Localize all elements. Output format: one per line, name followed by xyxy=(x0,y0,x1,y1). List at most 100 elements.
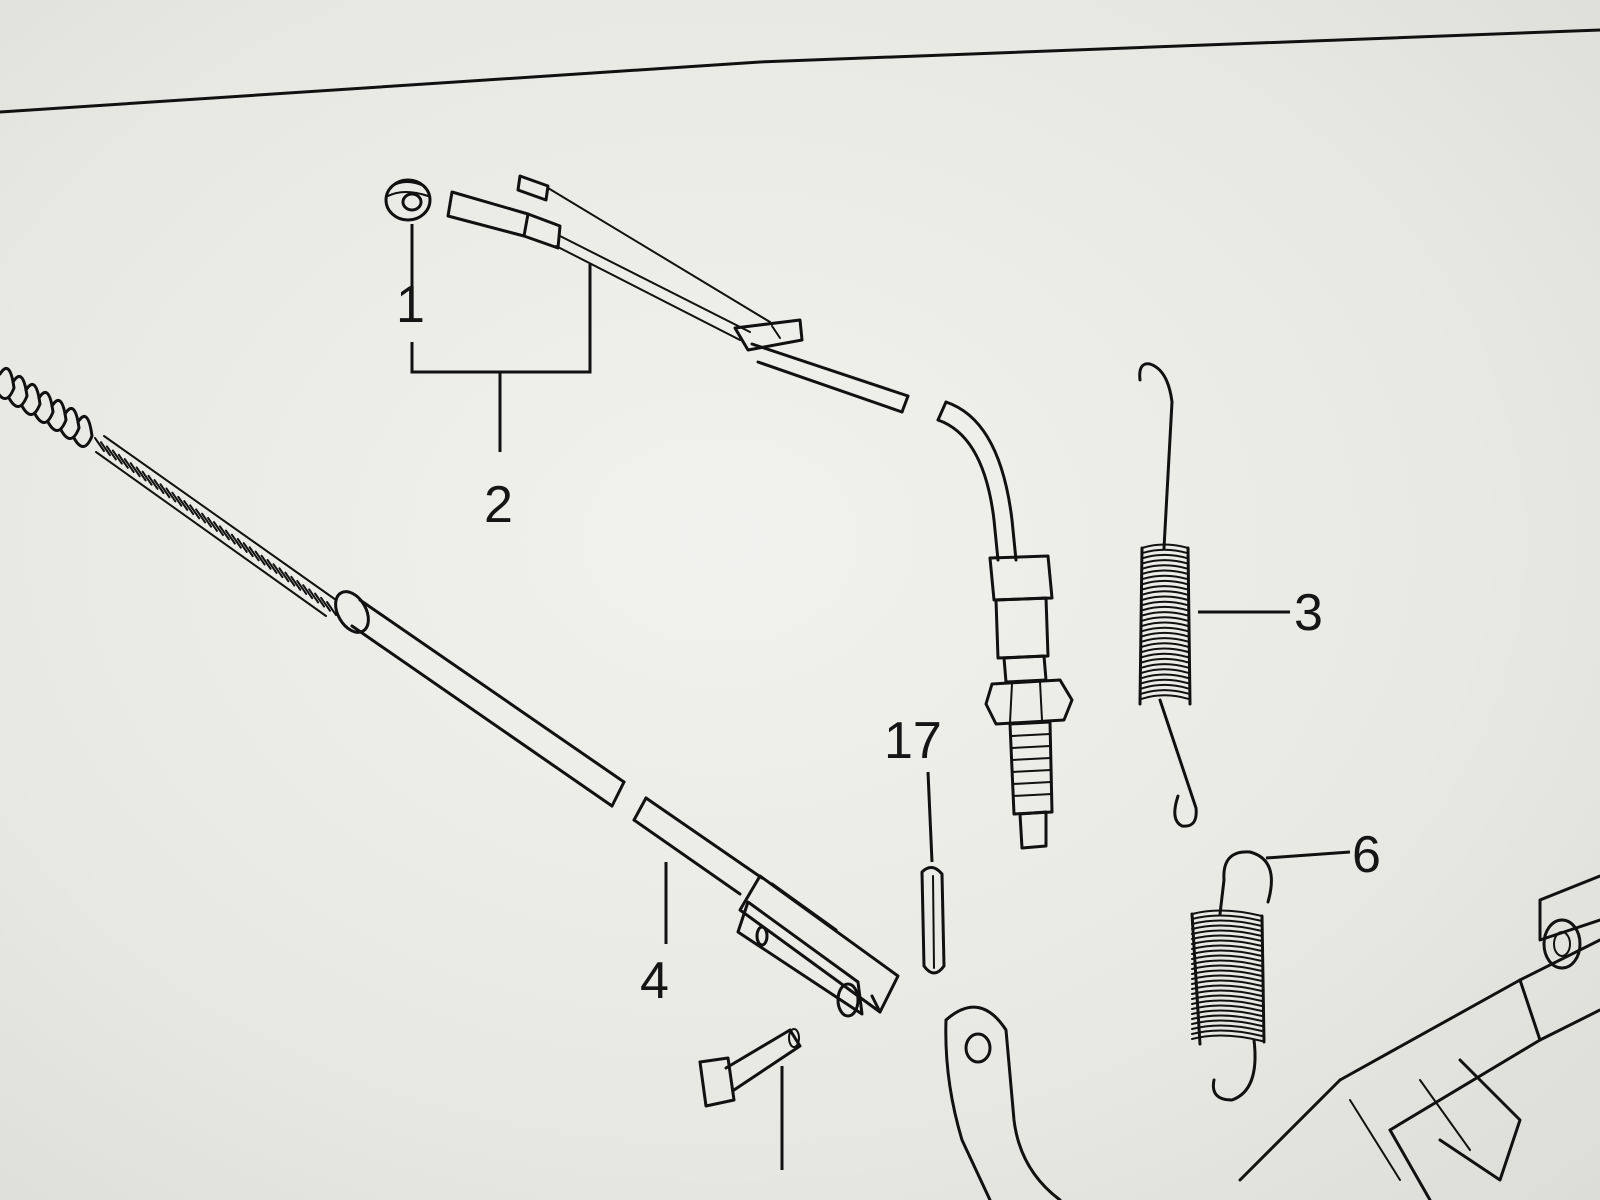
coil-stroke xyxy=(1141,611,1189,617)
coil-stroke xyxy=(1191,969,1263,977)
coil-stroke xyxy=(46,398,68,432)
coil-stroke xyxy=(1191,929,1263,937)
long-return-spring xyxy=(1138,362,1290,828)
coil-stroke xyxy=(171,491,183,507)
coil-stroke xyxy=(1141,564,1189,570)
coil-stroke xyxy=(1141,621,1189,627)
coil-stroke xyxy=(1141,579,1189,586)
switch-wire-assembly xyxy=(446,174,1074,850)
callout-label-4: 4 xyxy=(640,952,669,1010)
coil-stroke xyxy=(1191,949,1263,957)
coil-stroke xyxy=(278,567,290,583)
coil-stroke xyxy=(1191,1029,1263,1037)
coil-stroke xyxy=(165,487,177,503)
coil-stroke xyxy=(195,508,207,524)
coil-stroke xyxy=(20,382,42,416)
coil-stroke xyxy=(1141,668,1189,674)
coil-stroke xyxy=(201,512,213,528)
coil-stroke xyxy=(1191,964,1263,972)
coil-stroke xyxy=(1191,974,1263,982)
coil-stroke xyxy=(1141,631,1189,638)
coil-stroke xyxy=(290,575,302,591)
coil-stroke xyxy=(1191,909,1263,917)
coil-stroke xyxy=(1191,924,1263,932)
coil-stroke xyxy=(230,533,242,549)
coil-stroke xyxy=(1141,548,1189,555)
coil-stroke xyxy=(248,546,260,562)
grommet-part xyxy=(384,178,432,222)
coil-stroke xyxy=(1141,595,1189,601)
page-border-line xyxy=(0,28,1600,114)
coil-stroke xyxy=(177,495,189,511)
coil-stroke xyxy=(95,451,327,617)
coil-stroke xyxy=(1186,546,1192,706)
coil-stroke xyxy=(123,458,135,474)
coil-stroke xyxy=(1141,678,1189,685)
coil-stroke xyxy=(153,479,165,495)
coil-stroke xyxy=(1141,569,1189,575)
coil-stroke xyxy=(117,453,129,469)
coil-stroke xyxy=(1141,600,1189,607)
coil-stroke xyxy=(302,584,314,600)
coil-stroke xyxy=(1141,605,1189,612)
callout-labels: 1 2 3 4 6 17 xyxy=(396,276,1381,1010)
callout-label-1: 1 xyxy=(396,276,425,334)
coil-stroke xyxy=(33,390,55,424)
coil-stroke xyxy=(147,474,159,490)
coil-stroke xyxy=(1141,652,1189,659)
coil-stroke xyxy=(320,596,332,612)
coil-stroke xyxy=(7,374,29,408)
coil-stroke xyxy=(1141,683,1189,690)
coil-stroke xyxy=(1141,694,1189,700)
coil-stroke xyxy=(260,554,272,570)
coil-stroke xyxy=(236,537,248,553)
coil-stroke xyxy=(212,521,224,537)
coil-stroke xyxy=(1141,689,1189,695)
coil-stroke xyxy=(1141,590,1189,596)
coil-stroke xyxy=(218,525,230,541)
coil-stroke xyxy=(99,441,111,457)
coil-stroke xyxy=(1141,663,1189,669)
callout-label-6: 6 xyxy=(1352,826,1381,884)
brake-backplate-partial xyxy=(1238,874,1600,1200)
coil-stroke xyxy=(1190,912,1202,1046)
callout-leader-1-2 xyxy=(410,224,592,452)
brake-lever-arm xyxy=(944,1005,1062,1200)
coil-stroke xyxy=(72,414,94,448)
coil-stroke xyxy=(94,437,105,452)
callout-label-17: 17 xyxy=(884,712,942,770)
coil-stroke xyxy=(1191,919,1263,927)
coil-stroke xyxy=(296,579,308,595)
coil-stroke xyxy=(1141,657,1189,664)
coil-stroke xyxy=(1141,585,1189,591)
coil-stroke xyxy=(272,563,284,579)
coil-stroke xyxy=(224,529,236,545)
coil-stroke xyxy=(183,500,195,516)
coil-stroke xyxy=(189,504,201,520)
coil-stroke xyxy=(1191,914,1263,922)
coil-stroke xyxy=(308,588,320,604)
coil-stroke xyxy=(1141,574,1189,581)
callout-label-3: 3 xyxy=(1294,584,1323,642)
coil-stroke xyxy=(326,601,337,616)
coil-stroke xyxy=(314,592,326,608)
coil-stroke xyxy=(1191,944,1263,952)
coil-stroke xyxy=(1141,559,1189,565)
coil-stroke xyxy=(111,449,123,465)
coil-stroke xyxy=(1191,1034,1263,1042)
coil-stroke xyxy=(254,550,266,566)
brake-cable-assembly xyxy=(0,366,900,1018)
coil-stroke xyxy=(1141,647,1189,653)
coil-stroke xyxy=(1141,642,1189,648)
coil-stroke xyxy=(1191,934,1263,942)
coil-stroke xyxy=(1141,626,1189,633)
coil-stroke xyxy=(1141,616,1189,622)
split-pin xyxy=(920,771,946,975)
coil-stroke xyxy=(284,571,296,587)
coil-stroke xyxy=(129,462,141,478)
coil-stroke xyxy=(242,542,254,558)
coil-stroke xyxy=(59,406,81,440)
callout-label-2: 2 xyxy=(484,476,513,534)
